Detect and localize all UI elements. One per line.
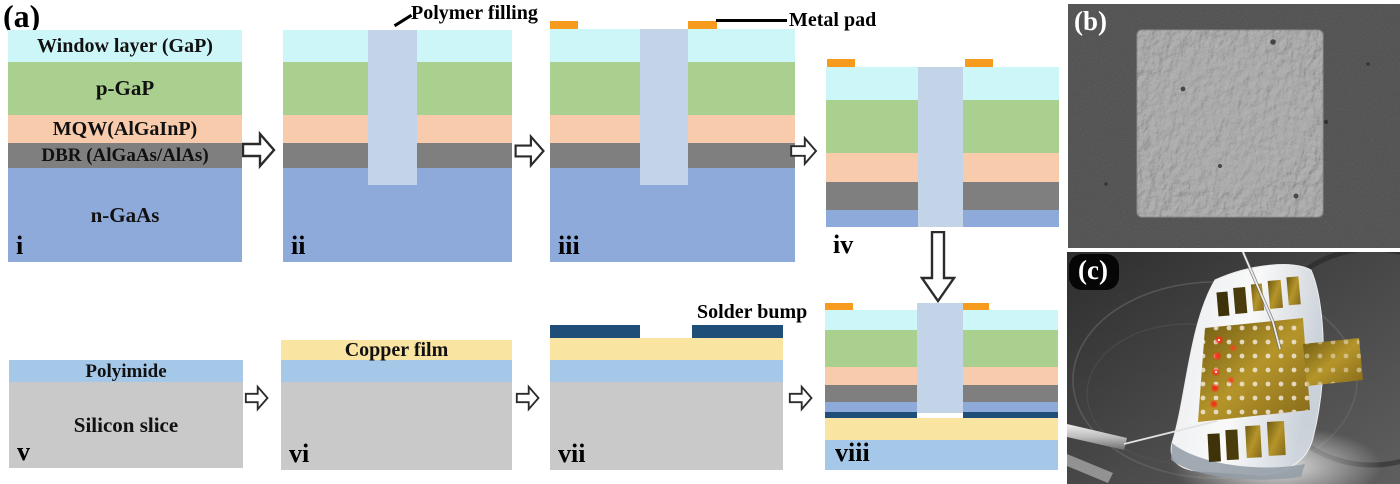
probe-needle-top [1242,252,1281,350]
process-arrow-icon [790,135,818,167]
step-i-diagram: Window layer (GaP) p-GaP MQW(AlGaInP) DB… [8,30,242,262]
panel-c-photo [1067,252,1400,484]
layer-n-gaas: n-GaAs [8,168,242,262]
metal-pad-pointer-line [716,19,787,22]
step-iv-numeral: iv [833,230,854,259]
bottom-electrode-pads [1207,421,1286,463]
process-arrow-icon [788,384,813,412]
step-iii-diagram: iii [550,21,795,262]
solder-bump [692,325,783,338]
layer-silicon [281,382,512,470]
solder-bump [550,325,640,338]
layer-p-gap: p-GaP [8,62,242,115]
process-arrow-icon [514,133,545,169]
panel-a-label: (a) [3,0,41,34]
polymer-column [368,30,417,185]
layer-mqw: MQW(AlGaInP) [8,115,242,143]
probe-needle-left [1123,420,1218,445]
layer-silicon: Silicon slice [9,382,243,468]
step-viii-numeral: viii [835,438,870,467]
panel-b-label: (b) [1074,6,1107,36]
metal-pad [550,21,578,29]
layer-copper: Copper film [281,340,512,360]
panel-c-label: (c) [1078,255,1108,285]
step-viii-diagram: viii [825,303,1058,470]
metal-pad [963,303,989,310]
polymer-filling-pointer-line [393,13,413,28]
step-ii-diagram: ii [283,30,512,262]
sem-chip-illustration [1068,4,1400,248]
layer-dbr: DBR (AlGaAs/AlAs) [8,143,242,168]
polymer-column [918,67,963,227]
panel-b-sem-image [1068,4,1400,248]
panel-c-label-box: (c) [1069,254,1119,290]
lit-red-leds [1211,336,1236,407]
step-ii-numeral: ii [291,231,306,260]
step-v-numeral: v [17,437,30,466]
layer-polyimide [825,440,1058,470]
solder-gap [917,413,963,418]
layer-silicon [550,382,783,470]
step-v-diagram: Polyimide Silicon slice v [9,360,243,468]
step-vii-numeral: vii [558,439,586,468]
layer-polyimide [281,360,512,382]
polymer-filling-label: Polymer filling [411,2,538,24]
metal-pad-label: Metal pad [789,9,877,31]
layer-polyimide [550,360,783,382]
layer-copper [825,418,1058,440]
layer-copper [550,338,783,360]
probe-holder [1067,424,1127,450]
layer-polyimide: Polyimide [9,360,243,382]
flexible-led-array-illustration [1067,252,1400,484]
step-iv-diagram [826,59,1059,227]
step-vi-numeral: vi [289,439,310,468]
step-i-numeral: i [16,231,24,260]
process-arrow-icon [244,384,269,412]
solder-bump-label: Solder bump [697,301,808,323]
step-vii-diagram: vii [550,325,783,470]
tweezers-tip [1067,454,1113,483]
process-arrow-icon [515,384,540,412]
polymer-column [640,29,688,185]
step-iii-numeral: iii [558,231,580,260]
polymer-column [917,303,963,413]
metal-pad [688,21,717,29]
step-vi-diagram: Copper film vi [281,340,512,470]
layer-window: Window layer (GaP) [8,30,242,62]
metal-pad [965,59,993,67]
metal-pad [827,59,855,67]
metal-pad [825,303,853,310]
process-down-arrow-icon [920,231,956,303]
process-arrow-icon [242,130,276,170]
